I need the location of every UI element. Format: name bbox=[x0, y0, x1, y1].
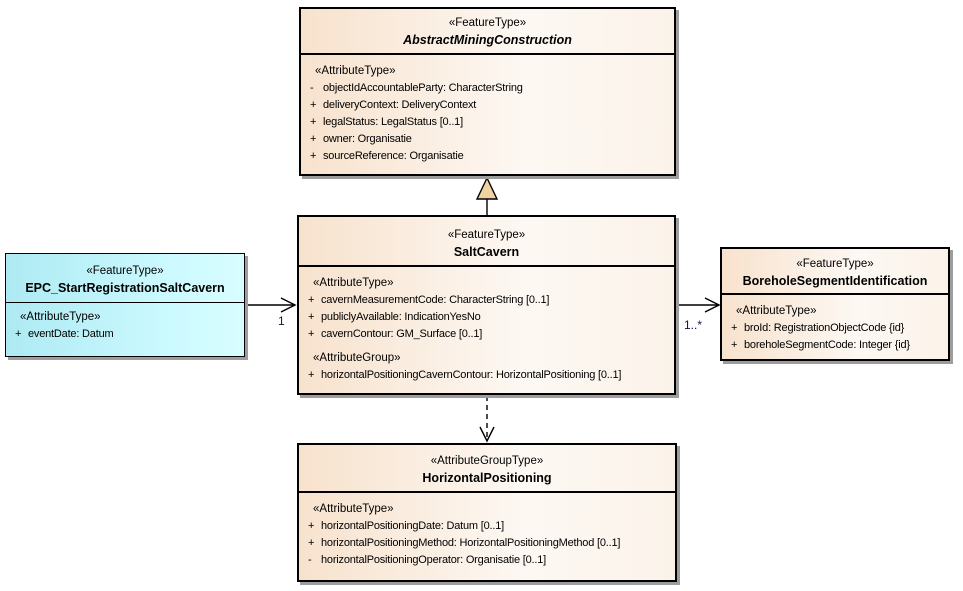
attribute-row: + legalStatus: LegalStatus [0..1] bbox=[301, 114, 674, 131]
class-salt-cavern: «FeatureType» SaltCavern «AttributeType»… bbox=[297, 215, 676, 395]
class-header: «AttributeGroupType» HorizontalPositioni… bbox=[299, 445, 675, 493]
class-name: AbstractMiningConstruction bbox=[403, 33, 572, 47]
multiplicity-label: 1 bbox=[278, 314, 285, 328]
class-horizontal-positioning: «AttributeGroupType» HorizontalPositioni… bbox=[297, 443, 677, 582]
class-header: «FeatureType» BoreholeSegmentIdentificat… bbox=[722, 249, 948, 295]
attribute-row: + cavernContour: GM_Surface [0..1] bbox=[299, 326, 674, 343]
dependency-saltcavern-to-horizontalpositioning bbox=[479, 396, 495, 443]
stereotype-label: «FeatureType» bbox=[796, 258, 874, 270]
visibility: - bbox=[310, 82, 314, 94]
attribute-text: cavernMeasurementCode: CharacterString [… bbox=[321, 294, 550, 306]
visibility: + bbox=[308, 537, 315, 549]
attributes-compartment: «AttributeType» + cavernMeasurementCode:… bbox=[299, 275, 674, 384]
attribute-row: + horizontalPositioningMethod: Horizonta… bbox=[299, 535, 675, 552]
attribute-text: publiclyAvailable: IndicationYesNo bbox=[321, 311, 481, 323]
attribute-text: deliveryContext: DeliveryContext bbox=[323, 99, 477, 111]
attributes-compartment: «AttributeType» + eventDate: Datum bbox=[6, 309, 244, 343]
attribute-text: horizontalPositioningCavernContour: Hori… bbox=[321, 369, 622, 381]
attribute-text: sourceReference: Organisatie bbox=[323, 150, 464, 162]
class-borehole-segment-identification: «FeatureType» BoreholeSegmentIdentificat… bbox=[720, 247, 950, 361]
section-heading: «AttributeType» bbox=[20, 311, 101, 323]
attribute-row: + eventDate: Datum bbox=[6, 326, 244, 343]
attribute-row: + boreholeSegmentCode: Integer {id} bbox=[722, 337, 948, 354]
attribute-text: cavernContour: GM_Surface [0..1] bbox=[321, 328, 483, 340]
attribute-row: + publiclyAvailable: IndicationYesNo bbox=[299, 309, 674, 326]
stereotype-label: «FeatureType» bbox=[447, 229, 526, 241]
visibility: + bbox=[308, 311, 315, 323]
generalization-triangle-icon bbox=[475, 176, 499, 200]
attribute-text: objectIdAccountableParty: CharacterStrin… bbox=[323, 82, 523, 94]
class-header: «FeatureType» SaltCavern bbox=[299, 217, 674, 267]
visibility: + bbox=[308, 328, 315, 340]
stereotype-label: «FeatureType» bbox=[448, 17, 527, 29]
attribute-row: - objectIdAccountableParty: CharacterStr… bbox=[301, 80, 674, 97]
attribute-row: - horizontalPositioningOperator: Organis… bbox=[299, 552, 675, 569]
section-heading: «AttributeType» bbox=[736, 305, 817, 317]
class-abstract-mining-construction: «FeatureType» AbstractMiningConstruction… bbox=[299, 7, 676, 176]
visibility: + bbox=[308, 520, 315, 532]
visibility: + bbox=[731, 339, 738, 351]
attributes-compartment: «AttributeType» + horizontalPositioningD… bbox=[299, 501, 675, 569]
stereotype-label: «FeatureType» bbox=[86, 265, 164, 277]
attributes-compartment: «AttributeType» + broId: RegistrationObj… bbox=[722, 303, 948, 354]
attribute-row: + cavernMeasurementCode: CharacterString… bbox=[299, 292, 674, 309]
section-heading: «AttributeType» bbox=[313, 277, 394, 289]
visibility: + bbox=[310, 116, 317, 128]
attribute-text: horizontalPositioningDate: Datum [0..1] bbox=[321, 520, 504, 532]
visibility: - bbox=[308, 554, 312, 566]
visibility: + bbox=[310, 150, 317, 162]
visibility: + bbox=[310, 133, 317, 145]
attribute-text: boreholeSegmentCode: Integer {id} bbox=[744, 339, 910, 351]
attribute-row: + broId: RegistrationObjectCode {id} bbox=[722, 320, 948, 337]
attribute-row: + owner: Organisatie bbox=[301, 131, 674, 148]
section-heading: «AttributeType» bbox=[313, 503, 394, 515]
class-name: HorizontalPositioning bbox=[422, 471, 552, 485]
open-arrowhead-icon bbox=[704, 297, 721, 313]
class-header: «FeatureType» AbstractMiningConstruction bbox=[301, 9, 674, 55]
attribute-text: legalStatus: LegalStatus [0..1] bbox=[323, 116, 463, 128]
association-saltcavern-to-boreholesegment: 1..* bbox=[677, 297, 721, 332]
visibility: + bbox=[310, 99, 317, 111]
generalization-saltcavern-to-abstractminingconstruction bbox=[475, 176, 499, 215]
attribute-row: + deliveryContext: DeliveryContext bbox=[301, 97, 674, 114]
open-arrowhead-icon bbox=[479, 426, 495, 443]
visibility: + bbox=[731, 322, 738, 334]
attribute-text: eventDate: Datum bbox=[28, 328, 114, 340]
attributes-compartment: «AttributeType» - objectIdAccountablePar… bbox=[301, 63, 674, 165]
attribute-text: owner: Organisatie bbox=[323, 133, 412, 145]
attribute-row: + sourceReference: Organisatie bbox=[301, 148, 674, 165]
visibility: + bbox=[308, 294, 315, 306]
attribute-row: + horizontalPositioningDate: Datum [0..1… bbox=[299, 518, 675, 535]
open-arrowhead-icon bbox=[280, 297, 297, 313]
stereotype-label: «AttributeGroupType» bbox=[430, 455, 544, 467]
class-epc-start-registration-salt-cavern: «FeatureType» EPC_StartRegistrationSaltC… bbox=[5, 253, 245, 357]
class-name: SaltCavern bbox=[453, 245, 520, 259]
attribute-text: horizontalPositioningOperator: Organisat… bbox=[321, 554, 546, 566]
association-epc-to-saltcavern: 1 bbox=[245, 297, 297, 328]
visibility: + bbox=[15, 328, 22, 340]
section-heading: «AttributeGroup» bbox=[313, 352, 401, 364]
attribute-row: + horizontalPositioningCavernContour: Ho… bbox=[299, 367, 674, 384]
multiplicity-label: 1..* bbox=[684, 318, 702, 332]
attribute-text: broId: RegistrationObjectCode {id} bbox=[744, 322, 905, 334]
class-name: EPC_StartRegistrationSaltCavern bbox=[25, 281, 225, 295]
class-header: «FeatureType» EPC_StartRegistrationSaltC… bbox=[6, 254, 244, 303]
visibility: + bbox=[308, 369, 315, 381]
attribute-text: horizontalPositioningMethod: HorizontalP… bbox=[321, 537, 621, 549]
section-heading: «AttributeType» bbox=[315, 65, 396, 77]
class-name: BoreholeSegmentIdentification bbox=[742, 274, 928, 288]
